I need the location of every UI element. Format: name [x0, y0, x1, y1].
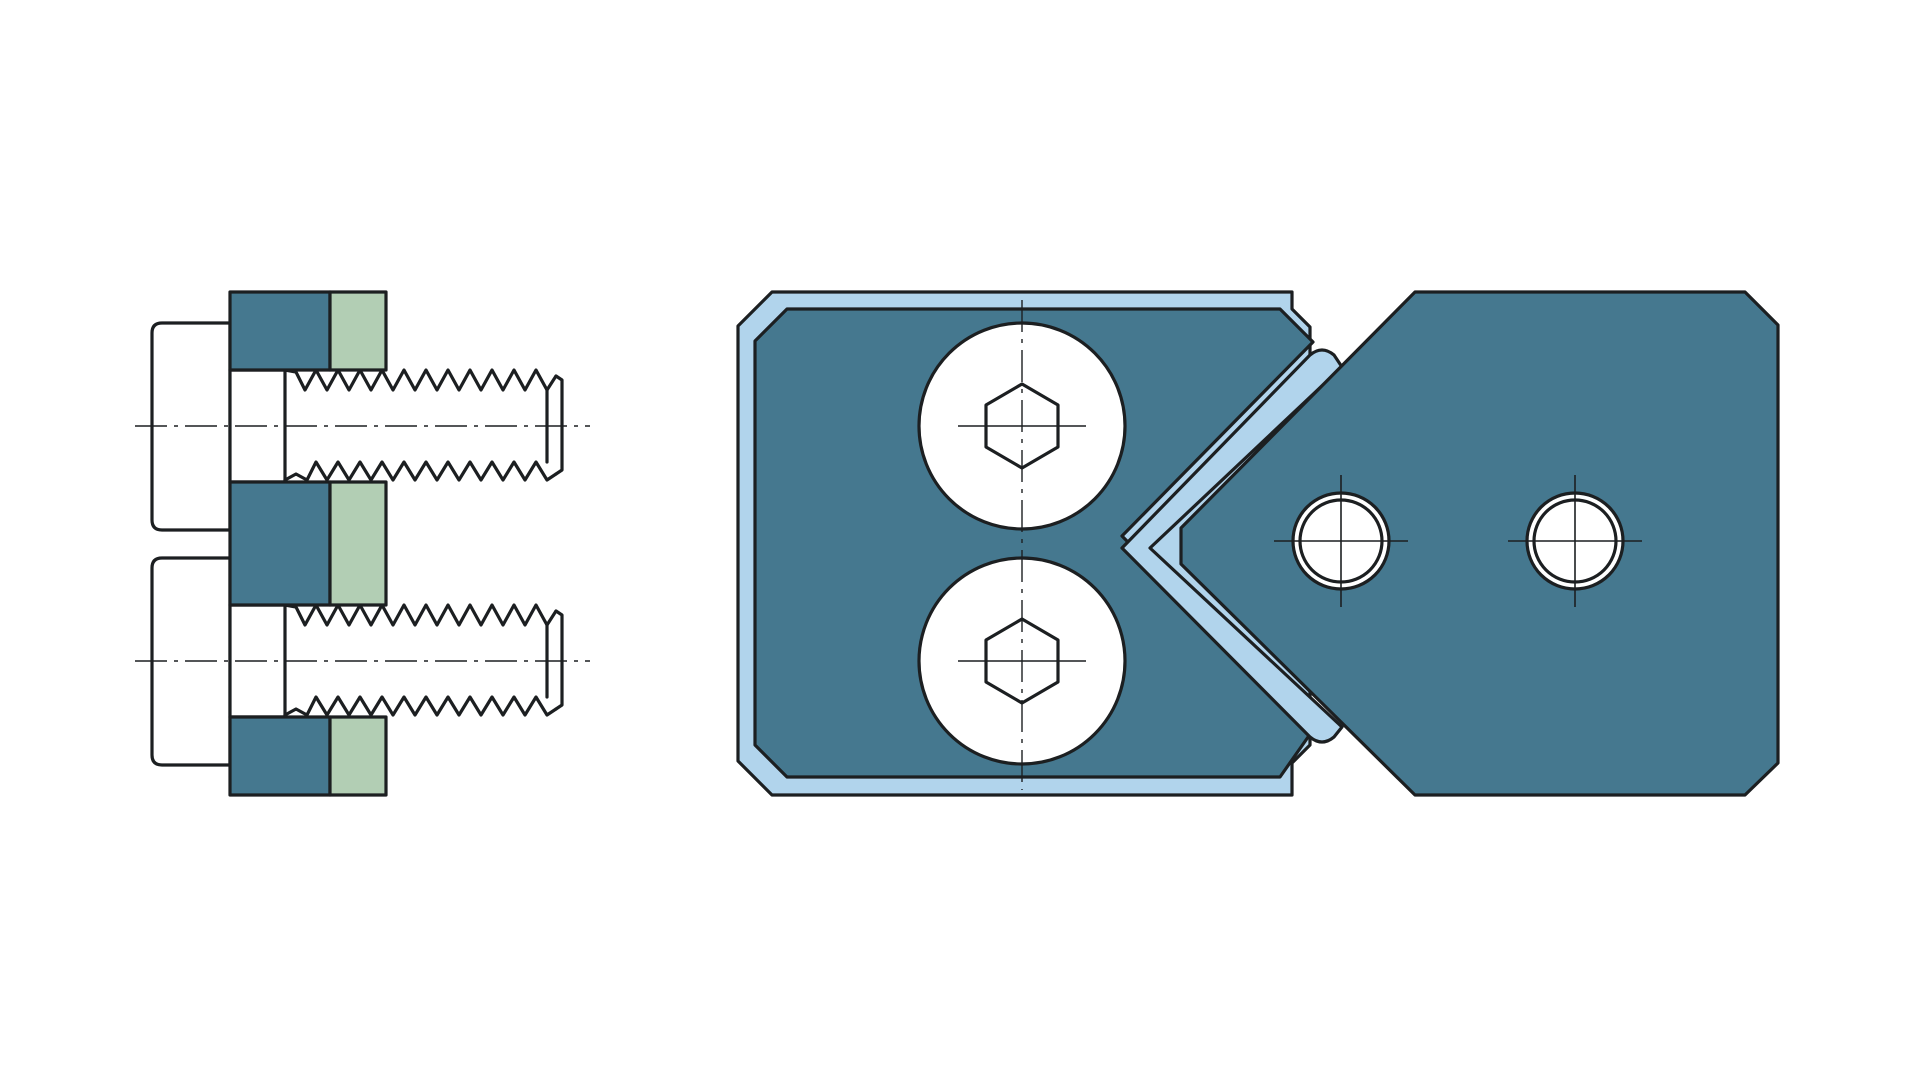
- screw-thread-top-lower: [283, 603, 558, 627]
- screw-tip-lower: [545, 609, 564, 711]
- clamp-block-left: [753, 307, 1315, 779]
- plate-section-middle: [228, 480, 332, 607]
- screw-thread-bottom-lower: [283, 695, 558, 717]
- pin-hole-left: [1274, 475, 1408, 607]
- pin-hole-right: [1508, 475, 1642, 607]
- screw-tip-upper: [545, 374, 564, 476]
- washers-section: [328, 290, 388, 797]
- side-section-view: [135, 290, 590, 797]
- front-view: [736, 290, 1780, 797]
- washer-bottom: [328, 715, 388, 797]
- plate-section-bottom: [228, 715, 332, 797]
- washer-top: [328, 290, 388, 372]
- screw-thread-top-upper: [283, 368, 558, 392]
- clamp-plates-section: [228, 290, 332, 797]
- plate-section-top: [228, 290, 332, 372]
- washer-middle: [328, 480, 388, 607]
- spacer-v: [1120, 348, 1344, 744]
- screw-thread-bottom-upper: [283, 460, 558, 482]
- clamp-block-right: [1179, 290, 1780, 797]
